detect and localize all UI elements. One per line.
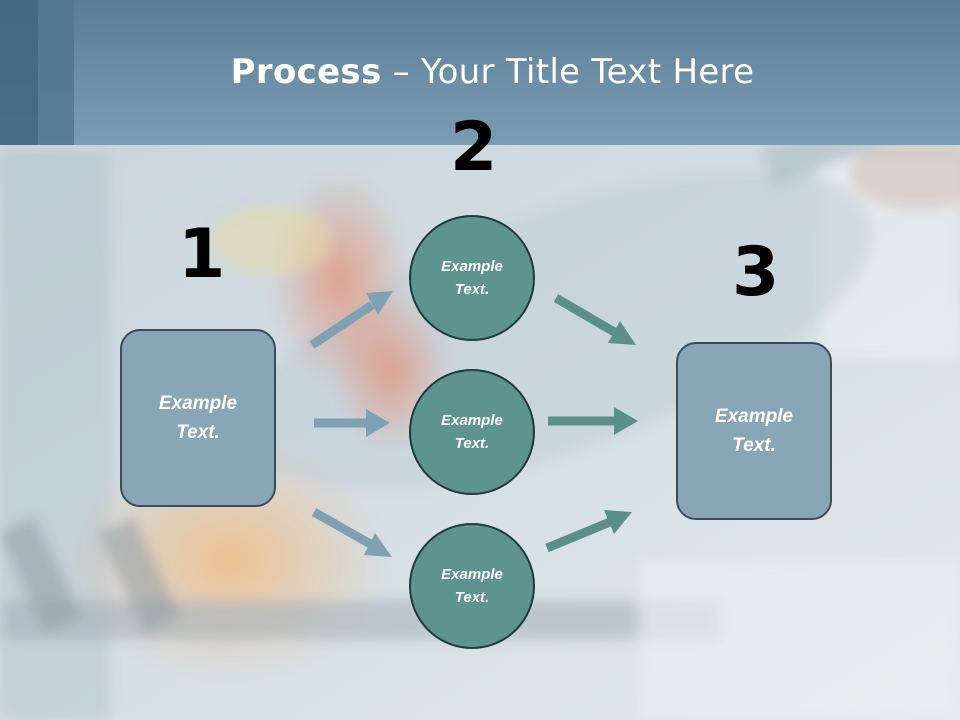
step-number-1: 1 [178, 215, 226, 294]
step-number-3: 3 [732, 233, 780, 312]
left-process-box: Example Text. [120, 329, 276, 507]
arrow-middle-to-right [548, 407, 638, 435]
arrow-left-to-middle [314, 409, 390, 437]
arrow-bottom-to-right [545, 510, 632, 553]
right-process-box: Example Text. [676, 342, 832, 520]
left-box-label: Example Text. [158, 393, 238, 443]
circle-middle: Example Text. [409, 369, 535, 495]
arrow-left-to-bottom [311, 508, 392, 557]
right-box-label: Example Text. [714, 406, 794, 456]
page-title: Process – Your Title Text Here [230, 52, 755, 92]
circle-middle-label: Example Text. [441, 412, 503, 452]
step-number-2: 2 [450, 108, 498, 187]
circle-top-label: Example Text. [441, 258, 503, 298]
circle-bottom: Example Text. [409, 523, 535, 649]
circle-top: Example Text. [409, 215, 535, 341]
arrow-top-to-right [553, 294, 636, 345]
arrow-left-to-top [309, 291, 393, 349]
circle-bottom-label: Example Text. [441, 566, 503, 606]
